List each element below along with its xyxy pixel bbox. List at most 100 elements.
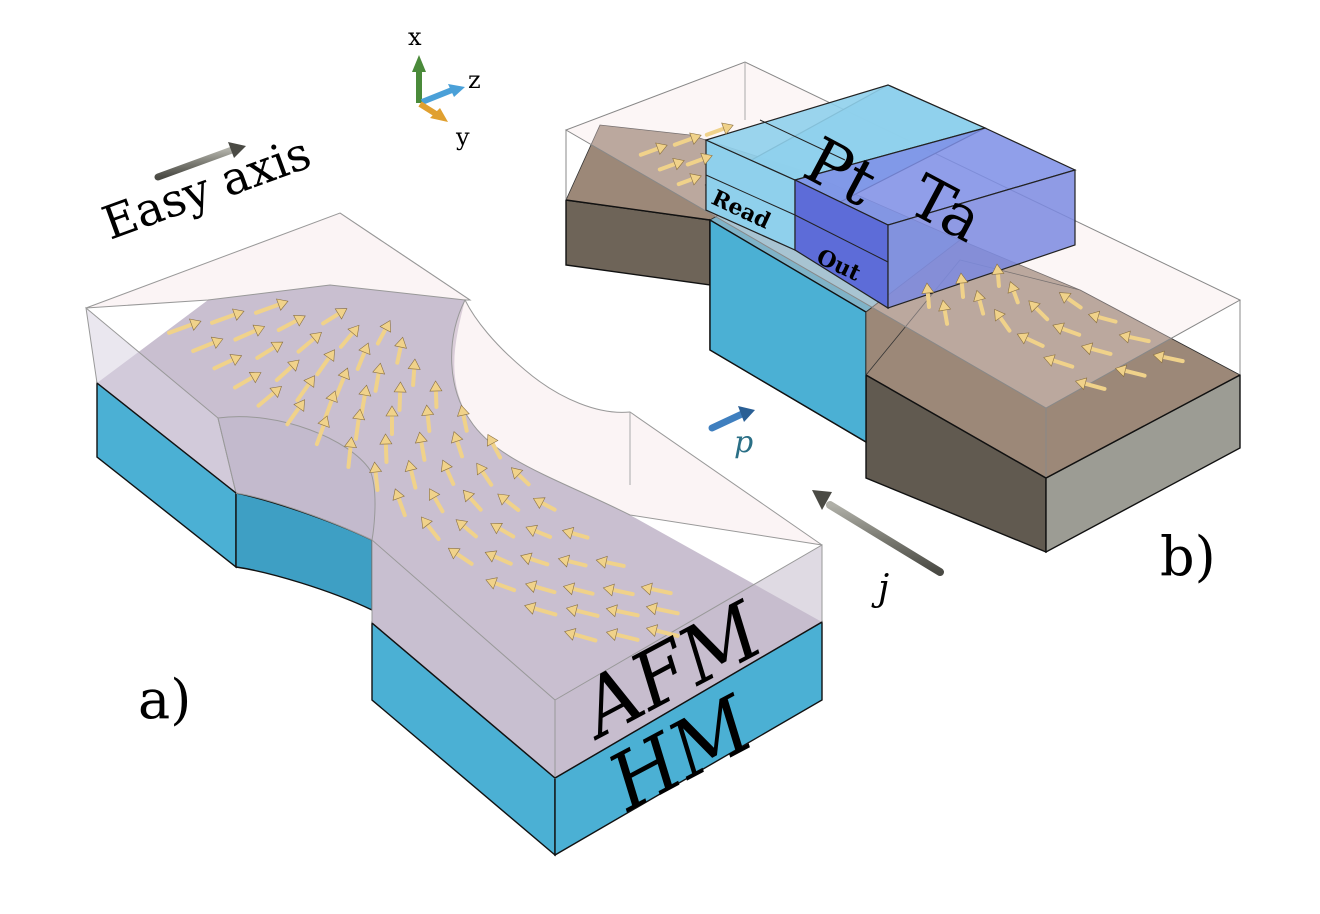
spin-arrow	[254, 298, 289, 315]
spin-arrow	[704, 122, 734, 137]
spin-arrow	[1007, 281, 1020, 305]
current-indicator: j	[812, 490, 944, 609]
spin-arrow	[685, 152, 713, 167]
spin-arrow	[525, 580, 557, 595]
a-edge	[554, 621, 823, 779]
spin-arrow	[991, 263, 1005, 288]
a-afm-curve-wall	[217, 416, 376, 541]
y-axis-label: y	[455, 123, 470, 151]
spin-arrow	[256, 385, 282, 408]
spin-arrow	[440, 459, 456, 486]
y-axis-shaft	[418, 101, 438, 117]
spin-arrow	[447, 547, 474, 566]
easy-axis-label: Easy axis	[95, 125, 317, 250]
spin-arrow	[657, 157, 685, 172]
spin-arrow	[394, 336, 407, 365]
spin-arrow	[276, 315, 306, 333]
spin-arrow	[532, 497, 557, 512]
spin-arrow	[295, 375, 315, 403]
p-arrowhead	[738, 406, 755, 422]
spin-arrow	[191, 336, 224, 353]
j-label: j	[871, 568, 889, 609]
spin-arrow	[355, 342, 371, 371]
spin-arrow	[1118, 330, 1151, 344]
j-arrow-shaft	[826, 501, 944, 576]
p-label: p	[734, 425, 753, 460]
spin-arrow	[379, 433, 393, 464]
spin-arrow	[450, 431, 465, 459]
p-arrow-shaft	[708, 410, 746, 432]
x-axis-label: x	[408, 23, 422, 51]
spin-arrow	[167, 318, 202, 335]
spin-arrow	[510, 467, 531, 487]
ta-block-side	[887, 169, 1076, 309]
spin-arrow	[602, 583, 635, 597]
spin-arrow	[421, 404, 435, 433]
spin-arrow	[322, 390, 338, 422]
a-afm-top-right-wall	[451, 298, 823, 546]
spin-arrow	[605, 604, 640, 618]
spin-arrow	[296, 331, 322, 354]
spin-arrow	[1074, 377, 1107, 391]
spin-arrow	[485, 577, 517, 593]
spin-arrow	[564, 628, 598, 643]
spin-arrow	[457, 404, 470, 433]
spin-arrow	[1080, 342, 1113, 356]
panel-b-device: Pt Ta Read Out b)	[564, 61, 1242, 588]
a-edge	[371, 622, 556, 779]
spin-arrow	[955, 272, 969, 299]
spin-arrow	[973, 289, 986, 316]
axes-triad: x z y	[408, 23, 481, 151]
z-axis-arrowhead	[448, 84, 465, 97]
spin-arrow	[484, 550, 513, 566]
spin-arrow	[1052, 322, 1082, 337]
spin-arrow	[1114, 364, 1147, 378]
spin-arrow	[393, 381, 407, 412]
spin-arrow	[640, 582, 673, 596]
spin-arrow	[565, 604, 600, 618]
b-spin-arrows	[638, 122, 1185, 391]
spin-arrow	[210, 308, 245, 325]
spin-arrow	[676, 173, 702, 187]
polarization-indicator: p	[708, 406, 755, 460]
spin-arrow	[605, 628, 640, 642]
spin-arrow	[421, 516, 441, 542]
spin-arrow	[372, 362, 386, 393]
spin-arrow	[921, 282, 935, 309]
spin-arrow	[497, 493, 521, 513]
spin-arrow	[385, 405, 399, 436]
spin-arrow	[1043, 354, 1075, 369]
spin-arrow	[672, 132, 702, 147]
spin-arrow	[375, 320, 392, 346]
spin-arrow	[486, 434, 503, 460]
spin-arrow	[392, 488, 407, 518]
spin-arrow	[285, 399, 305, 427]
pt-edge	[759, 119, 846, 161]
spin-arrow	[314, 415, 330, 447]
spin-arrow	[255, 341, 284, 360]
spin-arrow	[315, 349, 335, 377]
x-axis-arrowhead	[412, 55, 426, 72]
spin-arrow	[561, 526, 590, 540]
spin-arrow	[274, 359, 300, 383]
a-edge	[96, 382, 237, 494]
spin-arrow	[455, 519, 478, 539]
spin-arrow	[369, 461, 383, 492]
pt-edge	[705, 174, 796, 216]
spin-arrow	[404, 459, 418, 490]
spin-arrow	[938, 299, 952, 326]
z-axis-shaft	[420, 87, 454, 105]
panel-b-label: b)	[1160, 525, 1216, 588]
spin-arrow	[352, 408, 366, 441]
z-axis-label: z	[468, 66, 481, 94]
spin-arrow	[212, 354, 243, 371]
spin-arrow	[994, 308, 1012, 333]
easy-axis-indicator: Easy axis	[95, 125, 317, 250]
spin-arrow	[414, 431, 428, 462]
spin-arrow	[490, 522, 516, 539]
spin-arrow	[428, 488, 445, 514]
j-arrowhead	[812, 490, 832, 510]
spin-arrow	[520, 552, 550, 567]
b-domain-middle-lower	[709, 218, 867, 444]
